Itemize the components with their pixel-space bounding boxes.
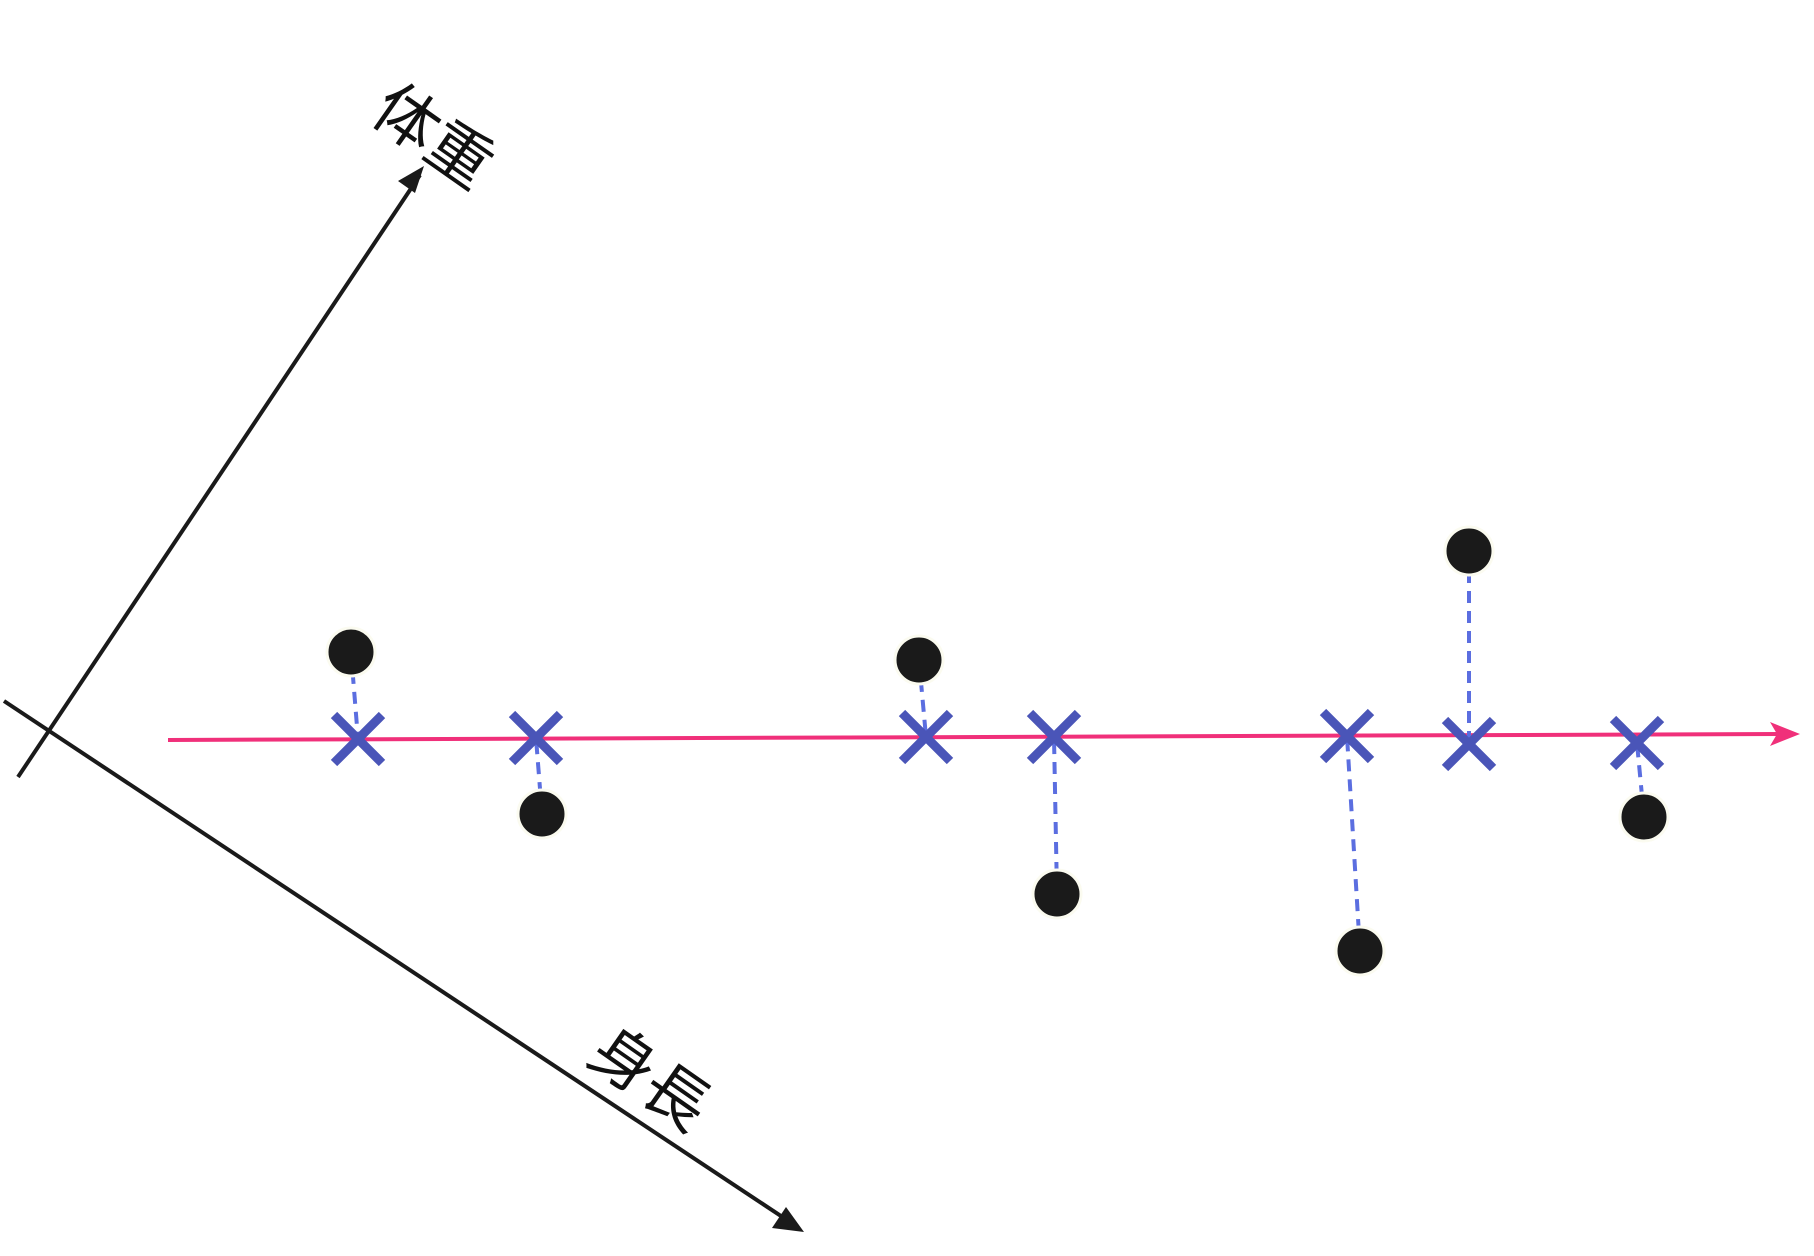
projection-connector (349, 651, 360, 740)
height-axis-arrowhead-icon (772, 1207, 804, 1232)
projected-point-cross-icon (1026, 709, 1082, 765)
projection-connector (1345, 735, 1362, 952)
projection-connector (1052, 736, 1059, 895)
data-point (1443, 525, 1495, 577)
projection-line-arrowhead-icon (1770, 722, 1800, 746)
projected-point-cross-icon (898, 709, 954, 765)
data-point (893, 634, 945, 686)
height-axis-label: 身長 (576, 1012, 723, 1146)
projection-line (167, 732, 1781, 742)
connector-group (349, 551, 1646, 952)
data-point (516, 788, 568, 840)
data-point (1031, 868, 1083, 920)
projected-point-cross-icon (330, 711, 386, 767)
projected-point-cross-icon (508, 710, 564, 766)
weight-axis-arrowhead-icon (398, 166, 424, 193)
data-point (1334, 925, 1386, 977)
weight-axis-label: 体重 (359, 70, 506, 204)
projection-connector (917, 659, 928, 738)
projected-point-cross-icon (1609, 715, 1665, 771)
data-point (1618, 791, 1670, 843)
projected-point-group (330, 708, 1665, 772)
data-point (325, 626, 377, 678)
projection-connector (534, 737, 544, 815)
weight-axis (16, 173, 422, 779)
height-axis (2, 699, 792, 1224)
projection-connector (1635, 742, 1646, 818)
projected-point-cross-icon (1319, 708, 1375, 764)
projected-point-cross-icon (1441, 716, 1497, 772)
data-point-group (325, 525, 1670, 977)
